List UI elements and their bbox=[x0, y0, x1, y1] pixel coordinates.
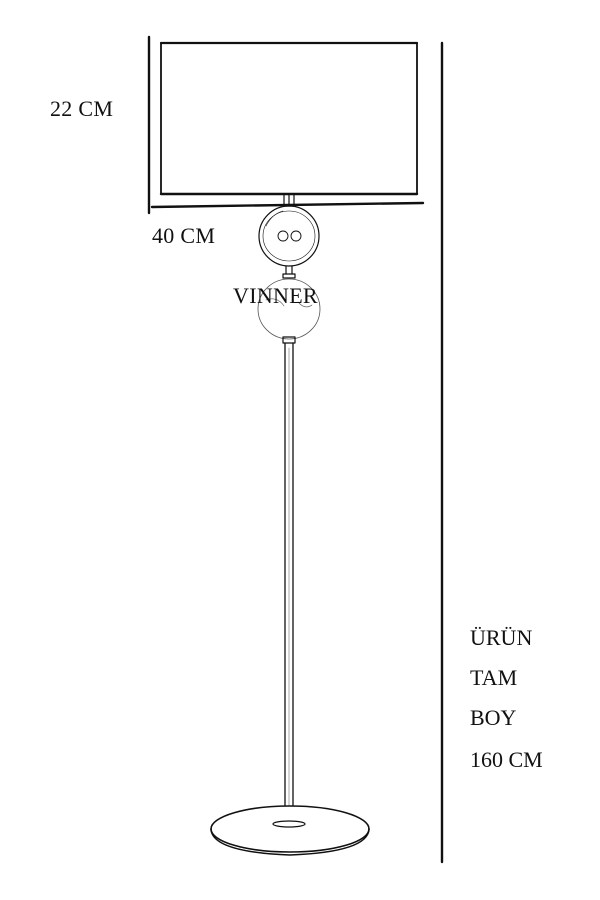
shade-width-label: 40 CM bbox=[152, 223, 216, 248]
shade-height-label: 22 CM bbox=[50, 96, 114, 121]
upper-glass-ball bbox=[258, 205, 320, 267]
total-height-label-line-3: BOY bbox=[470, 705, 517, 730]
lower-collar bbox=[282, 336, 296, 344]
lower-glass-ball bbox=[257, 278, 321, 340]
neck-connector bbox=[282, 265, 296, 279]
lamp-shade bbox=[159, 41, 419, 196]
shade-width-dimension-line bbox=[150, 201, 425, 209]
lamp-base bbox=[210, 805, 370, 856]
total-height-label-line-4: 160 CM bbox=[470, 747, 543, 772]
total-height-label-line-1: ÜRÜN bbox=[470, 625, 533, 650]
brand-label: VINNER bbox=[233, 283, 318, 308]
lamp-stem bbox=[284, 342, 294, 813]
total-height-label-line-2: TAM bbox=[470, 665, 518, 690]
